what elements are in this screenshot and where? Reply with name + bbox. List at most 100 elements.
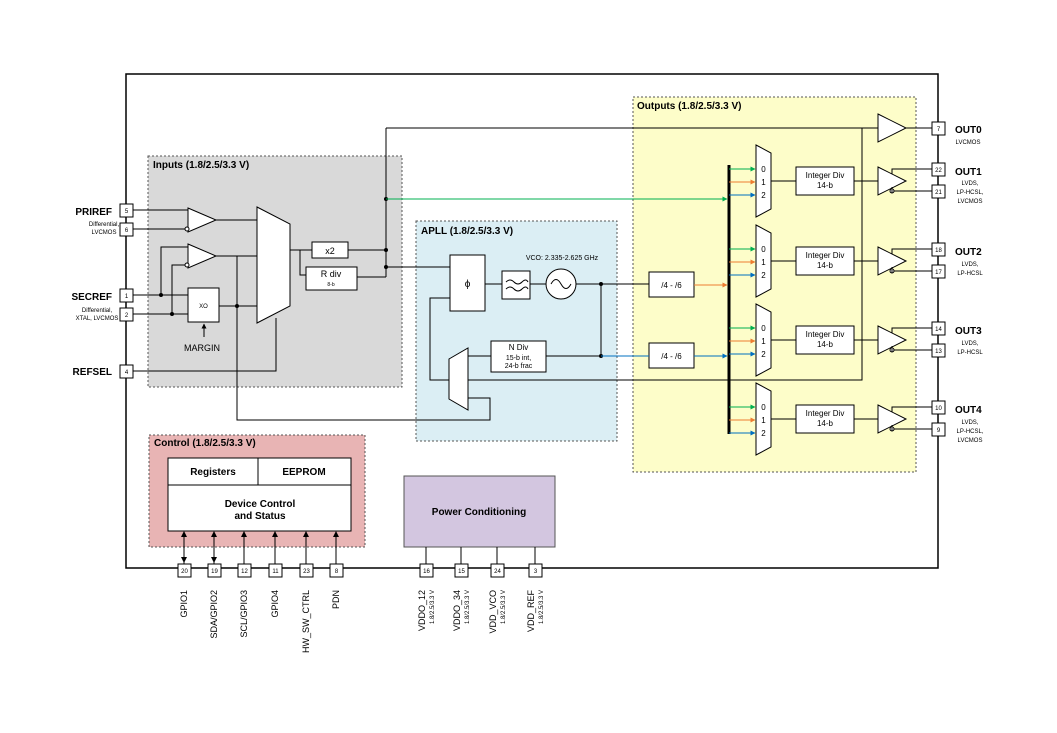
control-pin-label: SCL/GPIO3 bbox=[239, 590, 249, 638]
svg-text:LVDS,: LVDS, bbox=[962, 420, 979, 426]
mux-input-label: 2 bbox=[761, 350, 766, 359]
output-mux bbox=[755, 144, 772, 218]
pin-22 bbox=[931, 162, 946, 177]
mux-input-label: 0 bbox=[761, 245, 766, 254]
svg-text:LVDS,: LVDS, bbox=[962, 181, 979, 187]
apll-section: APLL (1.8/2.5/3.3 V) bbox=[415, 220, 618, 442]
svg-text:4: 4 bbox=[125, 370, 129, 376]
svg-text:LP-HCSL,: LP-HCSL, bbox=[956, 429, 983, 435]
svg-text:24-b frac: 24-b frac bbox=[505, 363, 533, 370]
control-title: Control (1.8/2.5/3.3 V) bbox=[154, 438, 256, 449]
control-pin-label: GPIO1 bbox=[179, 590, 189, 618]
svg-text:8-b: 8-b bbox=[327, 282, 334, 288]
svg-text:14-b: 14-b bbox=[817, 261, 834, 270]
control-pin-label: SDA/GPIO2 bbox=[209, 590, 219, 639]
svg-text:9: 9 bbox=[937, 428, 941, 434]
svg-text:7: 7 bbox=[937, 127, 941, 133]
svg-text:17: 17 bbox=[935, 270, 942, 276]
svg-text:21: 21 bbox=[935, 190, 942, 196]
power-pin-voltage: 1.8/2.5/3.3 V bbox=[501, 590, 507, 624]
power-pin-voltage: 1.8/2.5/3.3 V bbox=[430, 590, 436, 624]
svg-text:/4 - /6: /4 - /6 bbox=[661, 352, 682, 361]
eeprom-label: EEPROM bbox=[282, 467, 325, 478]
apll-title: APLL (1.8/2.5/3.3 V) bbox=[421, 226, 513, 237]
svg-text:6: 6 bbox=[125, 228, 129, 234]
svg-text:LVCMOS: LVCMOS bbox=[958, 438, 983, 444]
power-pin-label: VDDO_34 bbox=[452, 590, 462, 631]
xo-block bbox=[187, 287, 220, 323]
integer-divider bbox=[795, 404, 855, 434]
integer-divider bbox=[795, 246, 855, 276]
priref-label: PRIREF bbox=[75, 207, 112, 218]
svg-text:N Div: N Div bbox=[509, 343, 529, 352]
refsel-label: REFSEL bbox=[73, 367, 112, 378]
control-pin-label: GPIO4 bbox=[270, 590, 280, 618]
outputs-title: Outputs (1.8/2.5/3.3 V) bbox=[637, 101, 741, 112]
out1-label: OUT1 bbox=[955, 167, 982, 178]
secref-desc2: XTAL, LVCMOS bbox=[76, 316, 119, 322]
svg-text:14-b: 14-b bbox=[817, 340, 834, 349]
secref-buffer bbox=[187, 243, 218, 269]
pre-divider-1 bbox=[648, 271, 695, 298]
svg-text:/4 - /6: /4 - /6 bbox=[661, 281, 682, 290]
input-mux bbox=[256, 206, 291, 324]
apll-bypass-line bbox=[468, 128, 863, 381]
svg-text:XO: XO bbox=[199, 304, 208, 310]
svg-text:5: 5 bbox=[125, 209, 129, 215]
svg-text:23: 23 bbox=[303, 569, 310, 575]
svg-text:Integer Div: Integer Div bbox=[806, 171, 845, 180]
power-pin-label: VDDO_12 bbox=[417, 590, 427, 631]
priref-desc2: LVCMOS bbox=[92, 230, 117, 236]
svg-text:3: 3 bbox=[534, 569, 538, 575]
svg-text:R div: R div bbox=[321, 269, 342, 279]
svg-text:18: 18 bbox=[935, 248, 942, 254]
svg-text:13: 13 bbox=[935, 349, 942, 355]
out2-label: OUT2 bbox=[955, 247, 982, 258]
x2-block bbox=[311, 241, 349, 259]
inputs-title: Inputs (1.8/2.5/3.3 V) bbox=[153, 160, 249, 171]
mux-input-label: 1 bbox=[761, 337, 766, 346]
svg-text:10: 10 bbox=[935, 406, 942, 412]
svg-text:Integer Div: Integer Div bbox=[806, 409, 845, 418]
phase-detector bbox=[449, 254, 486, 312]
svg-text:14: 14 bbox=[935, 327, 942, 333]
svg-text:24: 24 bbox=[494, 569, 501, 575]
power-title: Power Conditioning bbox=[432, 507, 526, 518]
svg-text:15: 15 bbox=[458, 569, 465, 575]
pin-7 bbox=[931, 121, 946, 136]
secref-label: SECREF bbox=[71, 292, 112, 303]
rdiv-block bbox=[305, 266, 358, 291]
svg-text:15-b int,: 15-b int, bbox=[506, 355, 531, 362]
pin-21 bbox=[931, 184, 946, 199]
svg-text:LVCMOS: LVCMOS bbox=[956, 140, 981, 146]
svg-text:8: 8 bbox=[335, 569, 339, 575]
registers-label: Registers bbox=[190, 467, 236, 478]
device-status-label: and Status bbox=[234, 511, 286, 522]
pin-18 bbox=[931, 242, 946, 257]
svg-text:20: 20 bbox=[181, 569, 188, 575]
svg-text:Integer Div: Integer Div bbox=[806, 251, 845, 260]
svg-text:ϕ: ϕ bbox=[465, 279, 471, 290]
pin-10 bbox=[931, 400, 946, 415]
svg-text:19: 19 bbox=[211, 569, 218, 575]
power-section: Power Conditioning bbox=[403, 475, 556, 548]
apll-feedback-mux bbox=[448, 347, 469, 411]
svg-text:11: 11 bbox=[272, 569, 279, 575]
output-mux bbox=[755, 382, 772, 456]
pin-14 bbox=[931, 321, 946, 336]
svg-text:12: 12 bbox=[241, 569, 248, 575]
svg-text:1: 1 bbox=[125, 294, 129, 300]
svg-text:16: 16 bbox=[423, 569, 430, 575]
out0-buffer bbox=[877, 113, 908, 143]
svg-text:LVDS,: LVDS, bbox=[962, 262, 979, 268]
